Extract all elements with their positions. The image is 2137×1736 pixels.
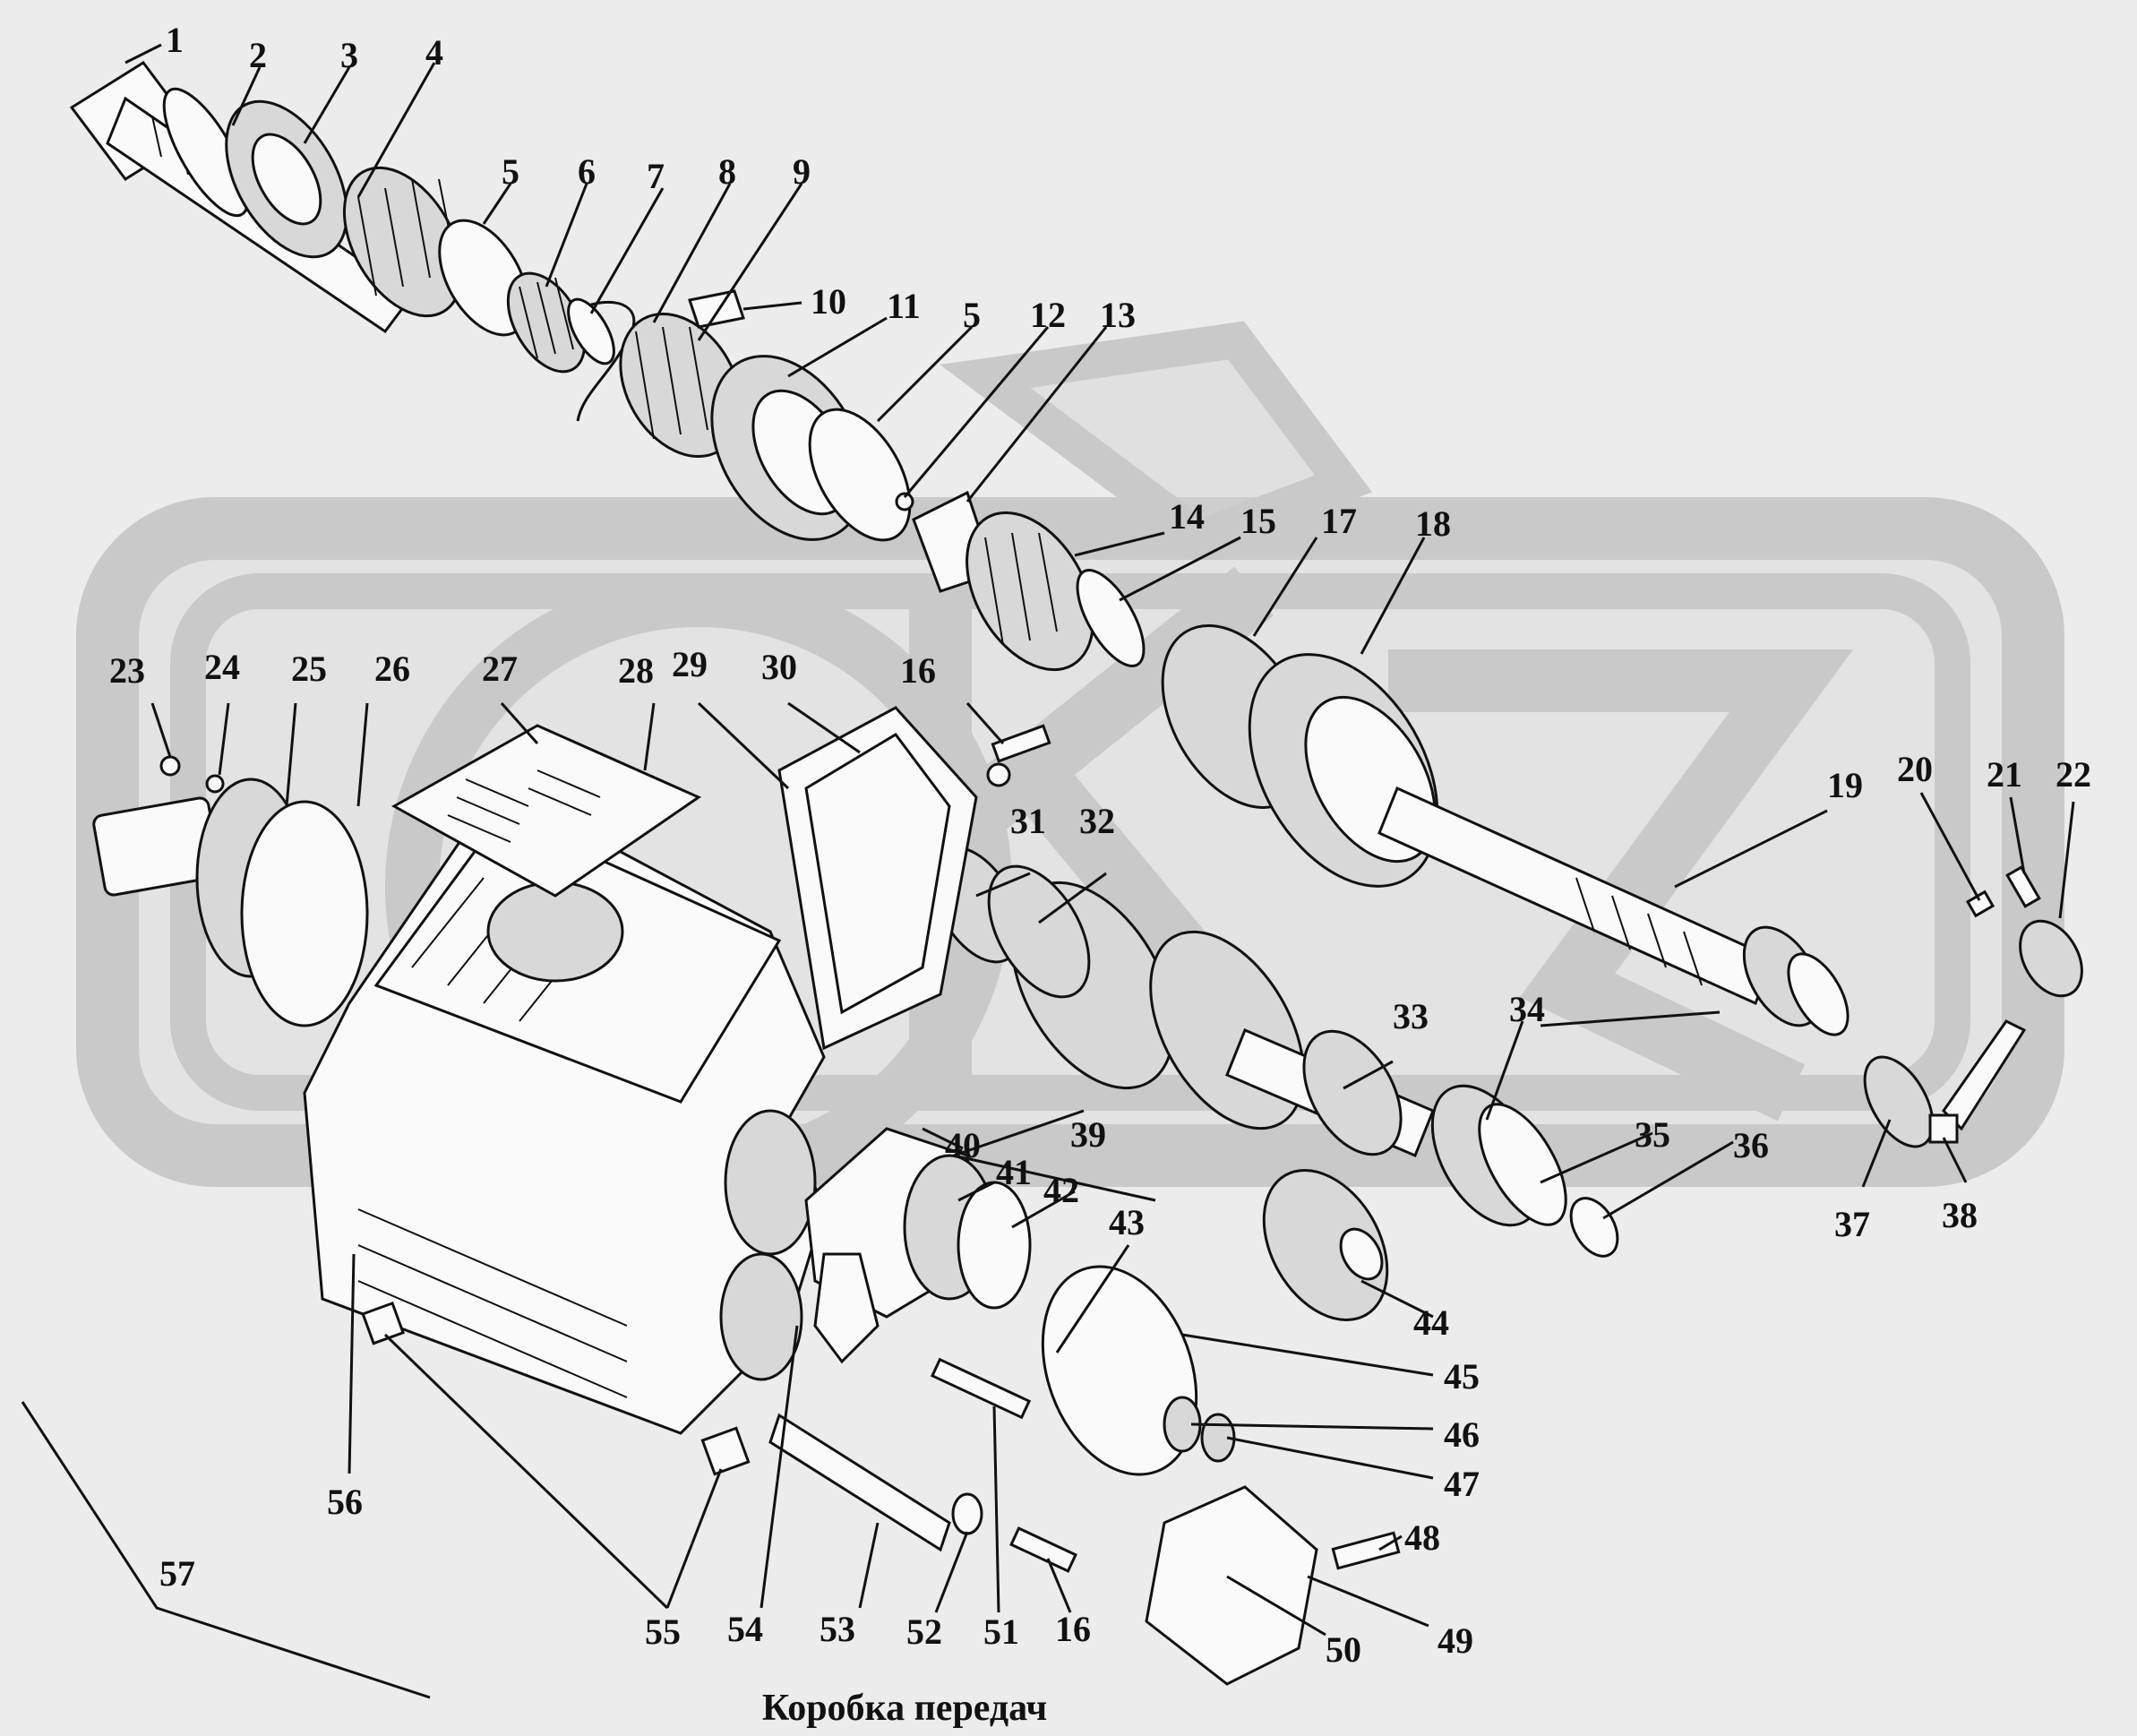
callout-46: 46	[1444, 1414, 1480, 1455]
callout-38: 38	[1942, 1195, 1978, 1235]
callout-22: 22	[2055, 754, 2091, 795]
callout-39: 39	[1070, 1114, 1106, 1155]
callout-56: 56	[327, 1482, 363, 1522]
callout-28: 28	[618, 650, 654, 691]
callout-21: 21	[1987, 754, 2022, 795]
callout-11: 11	[887, 286, 921, 326]
callout-9: 9	[793, 151, 811, 192]
callout-50: 50	[1326, 1629, 1361, 1670]
diagram-caption: Коробка передач	[762, 1688, 1047, 1729]
callout-29: 29	[672, 644, 708, 684]
callout-1: 1	[166, 20, 184, 60]
callout-49: 49	[1438, 1620, 1473, 1661]
callout-19: 19	[1827, 765, 1863, 805]
callout-31: 31	[1010, 801, 1046, 841]
callout-57: 57	[159, 1553, 195, 1594]
callout-40: 40	[945, 1125, 981, 1165]
callout-18: 18	[1415, 503, 1451, 544]
callout-35: 35	[1635, 1114, 1670, 1155]
callout-20: 20	[1897, 749, 1933, 789]
callout-52: 52	[906, 1611, 942, 1652]
callout-30: 30	[761, 647, 797, 687]
callout-6: 6	[578, 151, 596, 192]
callout-7: 7	[647, 156, 665, 196]
callout-5b: 5	[963, 295, 981, 335]
callout-48: 48	[1404, 1517, 1440, 1558]
callout-42: 42	[1043, 1170, 1079, 1210]
callout-14: 14	[1169, 496, 1205, 537]
callout-2: 2	[249, 35, 267, 75]
callout-labels: 1 2 3 4 5 6 7 8 9 10 11 5 12 13 14 15 17…	[109, 20, 2091, 1670]
callout-44: 44	[1413, 1302, 1449, 1343]
callout-8: 8	[718, 151, 736, 192]
callout-32: 32	[1079, 801, 1115, 841]
callout-24: 24	[204, 647, 240, 687]
main-shaft-assembly	[69, 60, 1146, 672]
callout-33: 33	[1393, 996, 1429, 1036]
callout-45: 45	[1444, 1356, 1480, 1397]
callout-26: 26	[374, 649, 410, 689]
callout-34: 34	[1509, 989, 1545, 1029]
callout-27: 27	[482, 649, 518, 689]
callout-16b: 16	[1055, 1609, 1091, 1649]
callout-55: 55	[645, 1611, 681, 1652]
callout-5a: 5	[502, 151, 519, 192]
callout-16a: 16	[900, 650, 936, 691]
callout-23: 23	[109, 650, 145, 691]
callout-15: 15	[1240, 501, 1276, 541]
callout-25: 25	[291, 649, 327, 689]
callout-54: 54	[727, 1609, 763, 1649]
callout-13: 13	[1100, 295, 1136, 335]
callout-3: 3	[340, 35, 358, 75]
callout-37: 37	[1834, 1204, 1870, 1244]
callout-51: 51	[983, 1611, 1019, 1652]
callout-41: 41	[996, 1152, 1032, 1192]
callout-36: 36	[1733, 1125, 1769, 1165]
callout-43: 43	[1109, 1202, 1145, 1242]
callout-53: 53	[820, 1609, 855, 1649]
gearbox-housing	[92, 706, 1401, 1686]
callout-17: 17	[1321, 501, 1357, 541]
callout-47: 47	[1444, 1464, 1480, 1504]
counter-shaft-assembly	[931, 624, 2083, 1322]
callout-12: 12	[1030, 295, 1066, 335]
callout-10: 10	[811, 281, 846, 322]
callout-4: 4	[425, 32, 443, 73]
leader-lines	[21, 43, 2075, 1699]
